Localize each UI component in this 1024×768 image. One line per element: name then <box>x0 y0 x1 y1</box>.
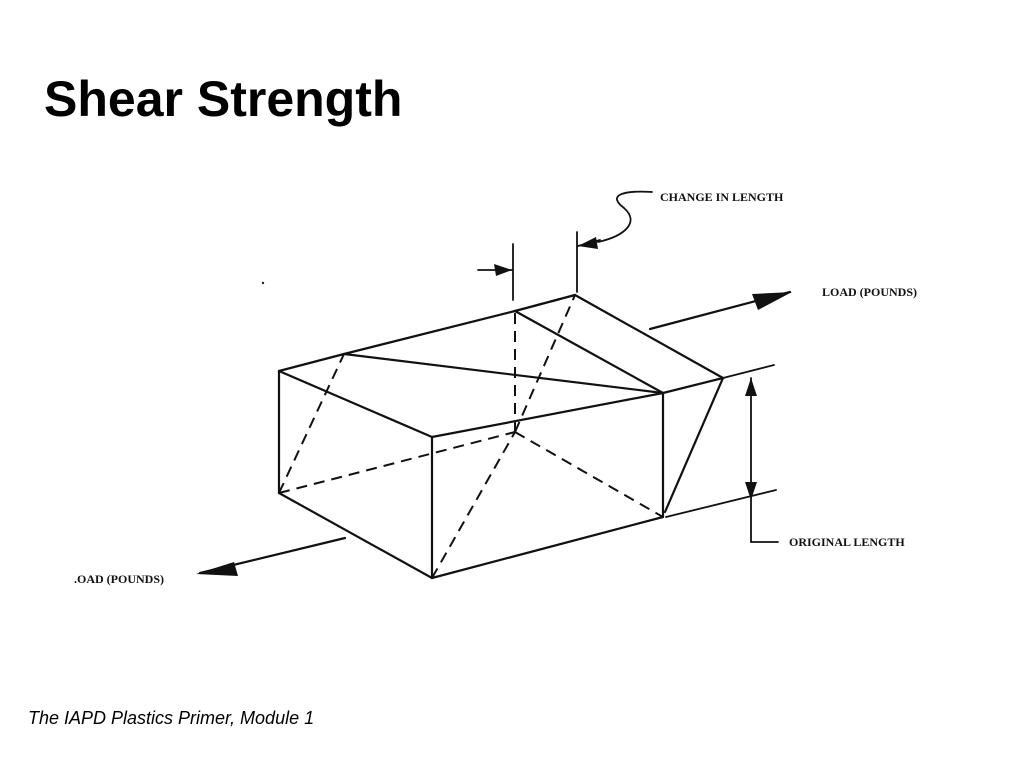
load-right-label: LOAD (POUNDS) <box>822 285 917 299</box>
box-dashed-edges <box>278 294 664 579</box>
original-length-dimension <box>665 364 779 543</box>
load-left-label: .OAD (POUNDS) <box>74 572 164 586</box>
load-arrow-right <box>648 290 792 331</box>
change-in-length-dimension <box>477 190 653 301</box>
load-arrow-left <box>196 536 347 576</box>
change-in-length-label: CHANGE IN LENGTH <box>660 190 784 204</box>
stray-dot <box>261 281 265 285</box>
box-solid-edges <box>277 293 725 580</box>
slide-title: Shear Strength <box>44 71 403 127</box>
original-length-label: ORIGINAL LENGTH <box>789 535 905 549</box>
slide-footer: The IAPD Plastics Primer, Module 1 <box>28 708 315 728</box>
